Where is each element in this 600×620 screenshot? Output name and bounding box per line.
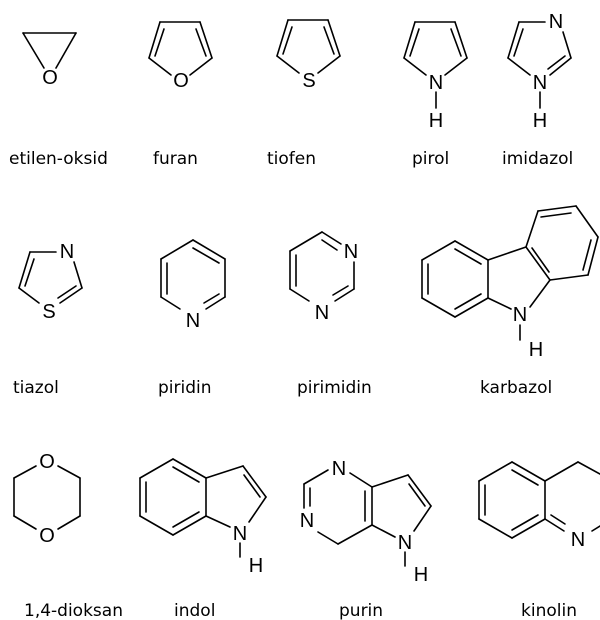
molecule-kinolin: N kinolin [478, 461, 600, 620]
atom-nitrogen: N [60, 241, 74, 263]
atom-nitrogen: N [332, 458, 346, 480]
atom-sulfur: S [302, 70, 315, 92]
atom-oxygen: O [39, 451, 55, 473]
atom-sulfur: S [42, 301, 55, 323]
label-tiofen: tiofen [267, 149, 316, 169]
atom-hydrogen: H [533, 110, 547, 132]
molecule-tiofen: S tiofen [267, 19, 341, 169]
indol-bonds [139, 458, 267, 558]
label-dioksan: 1,4-dioksan [24, 601, 123, 620]
atom-nitrogen: N [429, 72, 443, 94]
molecule-imidazol: N N H imidazol [502, 11, 573, 169]
atom-nitrogen: N [344, 241, 358, 263]
tiofen-bonds [276, 19, 341, 74]
molecule-piridin: N piridin [158, 239, 226, 398]
label-piridin: piridin [158, 378, 212, 398]
imidazol-bonds [507, 21, 572, 109]
molecule-dioksan: O O 1,4-dioksan [13, 451, 123, 620]
pirimidin-bonds [289, 231, 355, 302]
etilen-oksid-bonds [22, 32, 77, 69]
atom-hydrogen: H [429, 110, 443, 132]
molecule-pirimidin: N N pirimidin [289, 231, 372, 398]
atom-hydrogen: H [529, 339, 543, 361]
atom-nitrogen: N [549, 11, 563, 33]
atom-nitrogen: N [398, 532, 412, 554]
dioksan-bonds [13, 465, 81, 530]
atom-nitrogen: N [233, 523, 247, 545]
label-purin: purin [339, 601, 383, 620]
label-pirol: pirol [412, 149, 449, 169]
molecule-etilen-oksid: O etilen-oksid [9, 32, 108, 169]
atom-oxygen: O [42, 67, 58, 89]
karbazol-bonds [421, 205, 599, 341]
atom-nitrogen: N [300, 510, 314, 532]
atom-hydrogen: H [414, 564, 428, 586]
atom-nitrogen: N [513, 304, 527, 326]
atom-nitrogen: N [533, 72, 547, 94]
label-imidazol: imidazol [502, 149, 573, 169]
molecule-pirol: N H pirol [403, 21, 468, 169]
pirol-bonds [403, 21, 468, 109]
label-pirimidin: pirimidin [297, 378, 372, 398]
molecule-furan: O furan [148, 21, 213, 169]
atom-nitrogen: N [571, 529, 585, 551]
label-etilen-oksid: etilen-oksid [9, 149, 108, 169]
atom-nitrogen: N [315, 302, 329, 324]
piridin-bonds [160, 239, 226, 310]
atom-hydrogen: H [249, 555, 263, 577]
label-tiazol: tiazol [13, 378, 59, 398]
kinolin-bonds [478, 461, 600, 539]
tiazol-bonds [18, 251, 83, 304]
label-kinolin: kinolin [521, 601, 577, 620]
atom-oxygen: O [39, 525, 55, 547]
label-furan: furan [153, 149, 198, 169]
label-indol: indol [174, 601, 215, 620]
purin-bonds [303, 469, 432, 567]
molecule-tiazol: N S tiazol [13, 241, 83, 398]
molecule-karbazol: N H karbazol [421, 205, 599, 398]
furan-bonds [148, 21, 213, 76]
label-karbazol: karbazol [480, 378, 552, 398]
atom-nitrogen: N [186, 310, 200, 332]
atom-oxygen: O [173, 70, 189, 92]
molecule-indol: N H indol [139, 458, 267, 620]
molecule-purin: N N N H purin [300, 458, 432, 620]
